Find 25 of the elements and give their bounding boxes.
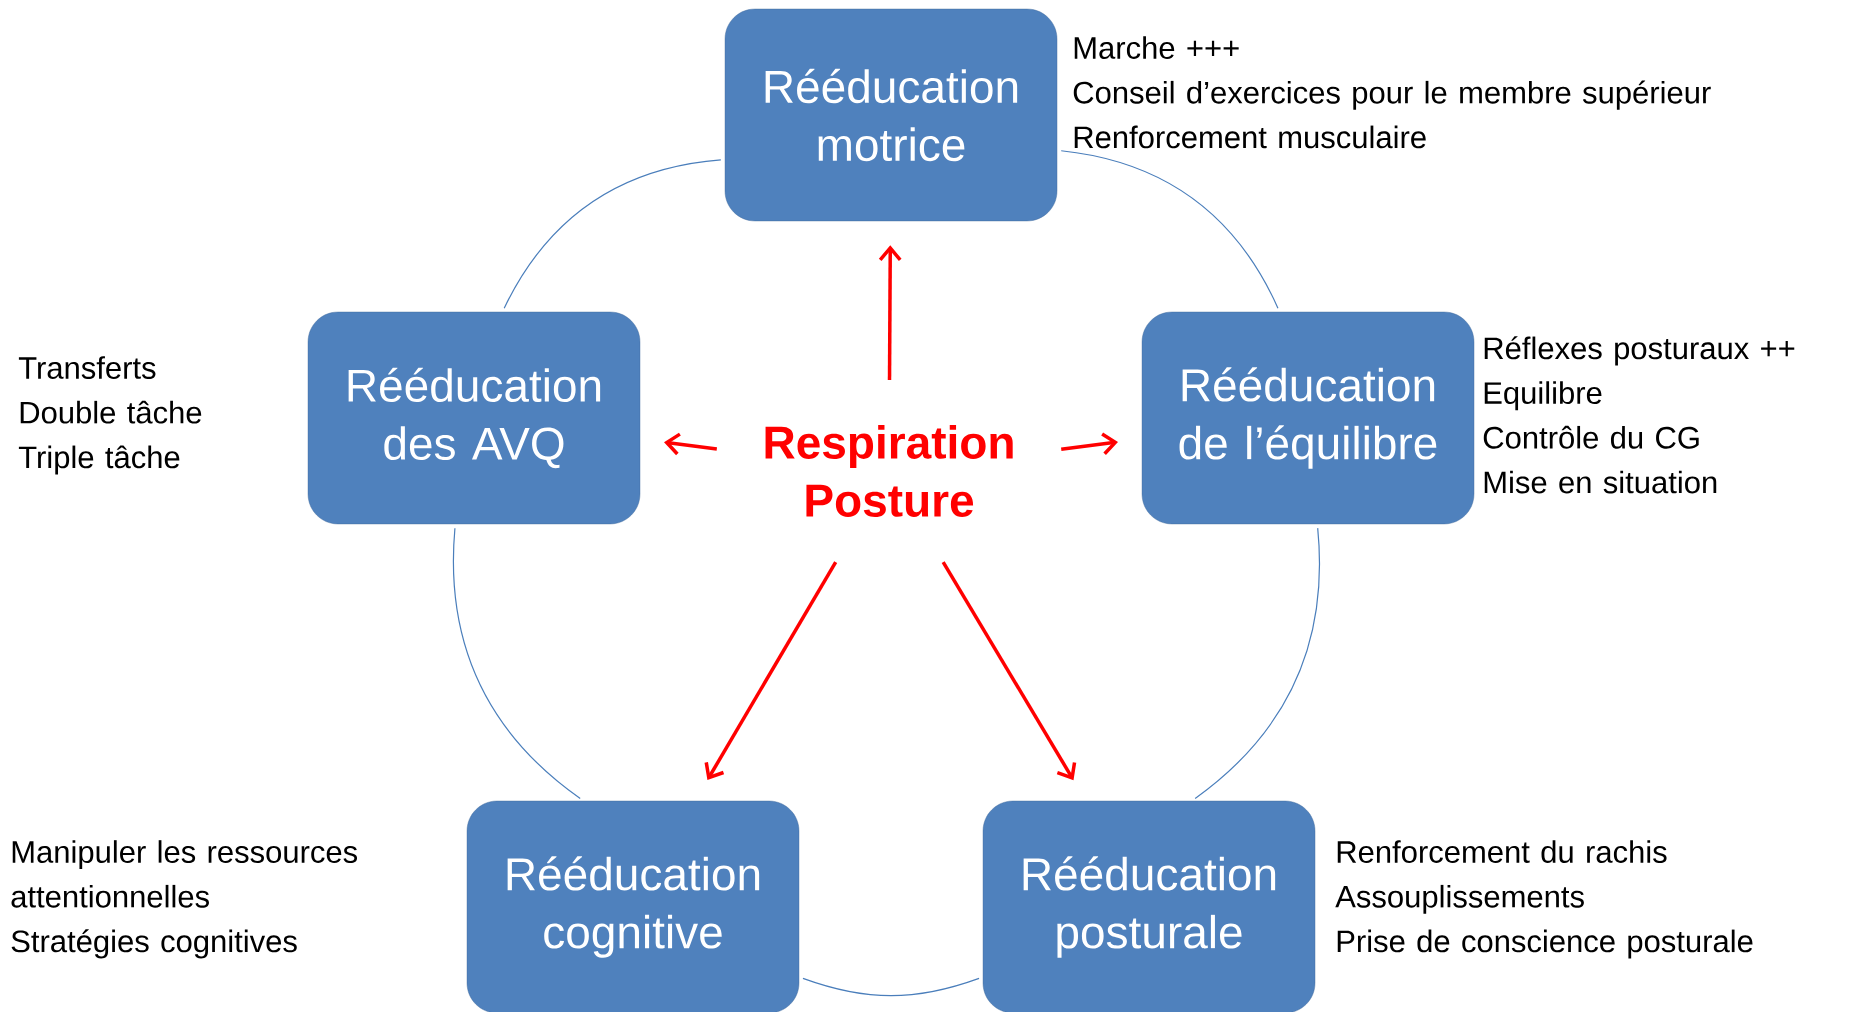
note-text: Transferts Double tâche Triple tâche bbox=[18, 356, 202, 475]
process-box: Rééducation cognitive bbox=[466, 800, 800, 1012]
arrow bbox=[941, 561, 1077, 781]
arc-connector bbox=[802, 977, 980, 997]
arc-connector bbox=[503, 159, 722, 309]
arrow bbox=[878, 245, 902, 380]
process-box: Rééducation des AVQ bbox=[307, 311, 641, 525]
note-text: Renforcement du rachis Assouplissements Prise de conscience posturale bbox=[1335, 840, 1753, 959]
process-box: Rééducation motrice bbox=[724, 8, 1058, 222]
arc-connector bbox=[1194, 527, 1320, 800]
node-label: Mise en situation bbox=[1484, 470, 1717, 494]
node-label: Equilibre bbox=[1484, 381, 1602, 411]
arrow bbox=[704, 561, 838, 781]
arc-connector bbox=[1060, 150, 1279, 309]
process-box: Rééducation de l’équilibre bbox=[1141, 311, 1475, 525]
node-label: Contrôle du CG bbox=[1483, 425, 1699, 449]
node-label: Réflexes posturaux ++ bbox=[1484, 336, 1795, 366]
arc-connector bbox=[452, 527, 581, 800]
note-text: Marche +++ Conseil d’exercices pour le membre supérieur Renforcement musculaire bbox=[1073, 36, 1711, 149]
arrow bbox=[1061, 432, 1118, 455]
process-box: Rééducation posturale bbox=[982, 800, 1316, 1012]
note-text: Manipuler les ressources attentionnelles Stratégies cognitives bbox=[11, 840, 358, 959]
arrow bbox=[664, 432, 718, 456]
center-text: Respiration Posture bbox=[765, 425, 1013, 517]
note-text: Réflexes posturaux ++ Equilibre Contrôle du CG Mise en situation bbox=[1483, 336, 1795, 494]
